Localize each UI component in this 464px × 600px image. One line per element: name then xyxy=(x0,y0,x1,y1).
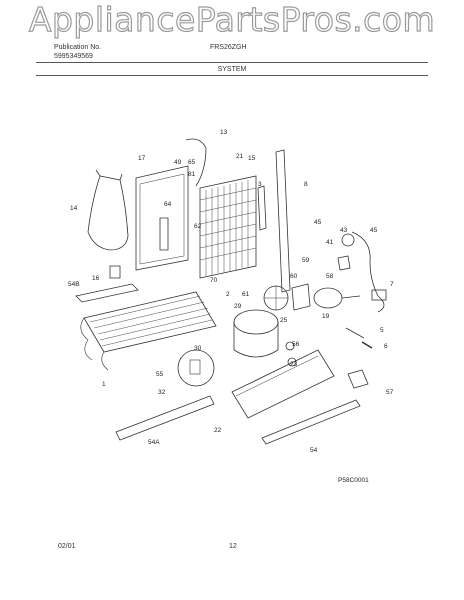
header-rule-top xyxy=(36,62,428,63)
part-22-base xyxy=(231,349,335,419)
callout-54A: 54A xyxy=(148,439,160,446)
callout-14: 14 xyxy=(70,205,78,212)
callout-64: 64 xyxy=(164,201,172,208)
part-54A-rail xyxy=(115,395,215,441)
part-43-relay xyxy=(341,233,355,247)
callout-65: 65 xyxy=(188,159,196,166)
header-rule-bottom xyxy=(36,75,428,76)
callout-29: 29 xyxy=(234,303,242,310)
part-8-trough xyxy=(275,149,291,293)
callout-8: 8 xyxy=(304,181,308,188)
callout-41: 41 xyxy=(326,239,334,246)
part-56-grommet xyxy=(285,341,295,351)
callout-13: 13 xyxy=(220,129,228,136)
callout-61: 61 xyxy=(242,291,250,298)
callout-49: 49 xyxy=(174,159,182,166)
part-6-fitting xyxy=(361,341,373,349)
figure-code: P58C0001 xyxy=(338,477,369,484)
callout-54: 54 xyxy=(310,447,318,454)
callout-6: 6 xyxy=(384,343,388,350)
part-14-straps xyxy=(95,169,123,181)
part-29-compressor xyxy=(233,309,279,358)
callout-1: 1 xyxy=(102,381,106,388)
callout-15: 15 xyxy=(248,155,256,162)
callout-59: 59 xyxy=(302,257,310,264)
part-19-shaft xyxy=(341,295,361,299)
callout-70: 70 xyxy=(210,277,218,284)
callout-43: 43 xyxy=(340,227,348,234)
part-5-drier xyxy=(345,327,365,339)
section-title: SYSTEM xyxy=(217,66,247,73)
callout-62: 62 xyxy=(194,223,202,230)
part-54B-rail xyxy=(75,283,139,303)
part-16-clip xyxy=(109,265,121,279)
model-number: FRS26ZGH xyxy=(210,44,247,51)
part-3-bracket xyxy=(257,185,267,231)
part-7-connector xyxy=(371,289,387,301)
callout-81: 81 xyxy=(188,171,196,178)
callout-19: 19 xyxy=(322,313,330,320)
part-17-inner xyxy=(139,173,185,265)
callout-25: 25 xyxy=(280,317,288,324)
part-62-evaporator xyxy=(199,175,257,279)
callout-58: 58 xyxy=(326,273,334,280)
part-14-cover xyxy=(87,175,129,251)
callout-30: 30 xyxy=(194,345,202,352)
callout-60: 60 xyxy=(290,273,298,280)
callout-32: 32 xyxy=(158,389,166,396)
callout-17: 17 xyxy=(138,155,146,162)
part-41-overload xyxy=(337,255,351,271)
part-7-harness xyxy=(351,231,385,313)
callout-56: 56 xyxy=(292,341,300,348)
callout-45-right: 45 xyxy=(370,227,378,234)
callout-45-top: 45 xyxy=(314,219,322,226)
callout-3: 3 xyxy=(258,181,262,188)
part-60-motor-bracket xyxy=(291,283,311,311)
callout-2: 2 xyxy=(226,291,230,298)
part-23-grommet xyxy=(287,357,297,367)
part-57-pan xyxy=(347,369,369,389)
callout-54B: 54B xyxy=(68,281,80,288)
part-59-fan-motor xyxy=(313,287,343,309)
part-64-heater xyxy=(159,217,169,251)
publication-number: 5995349569 xyxy=(54,53,93,60)
callout-16: 16 xyxy=(92,275,100,282)
part-13-tube xyxy=(185,138,207,187)
callout-7: 7 xyxy=(390,281,394,288)
part-17-panel xyxy=(135,165,189,271)
callout-21: 21 xyxy=(236,153,244,160)
publication-label: Publication No. xyxy=(54,44,102,51)
watermark: AppliancePartsPros.com xyxy=(28,0,436,40)
part-30-detail xyxy=(177,349,215,387)
callout-55: 55 xyxy=(156,371,164,378)
footer-page: 12 xyxy=(229,543,237,550)
callout-5: 5 xyxy=(380,327,384,334)
callout-22: 22 xyxy=(214,427,222,434)
part-54-rail xyxy=(261,399,361,445)
callout-23: 23 xyxy=(290,361,298,368)
footer-date: 02/01 xyxy=(58,543,76,550)
callout-57: 57 xyxy=(386,389,394,396)
part-1-condenser xyxy=(80,291,217,371)
